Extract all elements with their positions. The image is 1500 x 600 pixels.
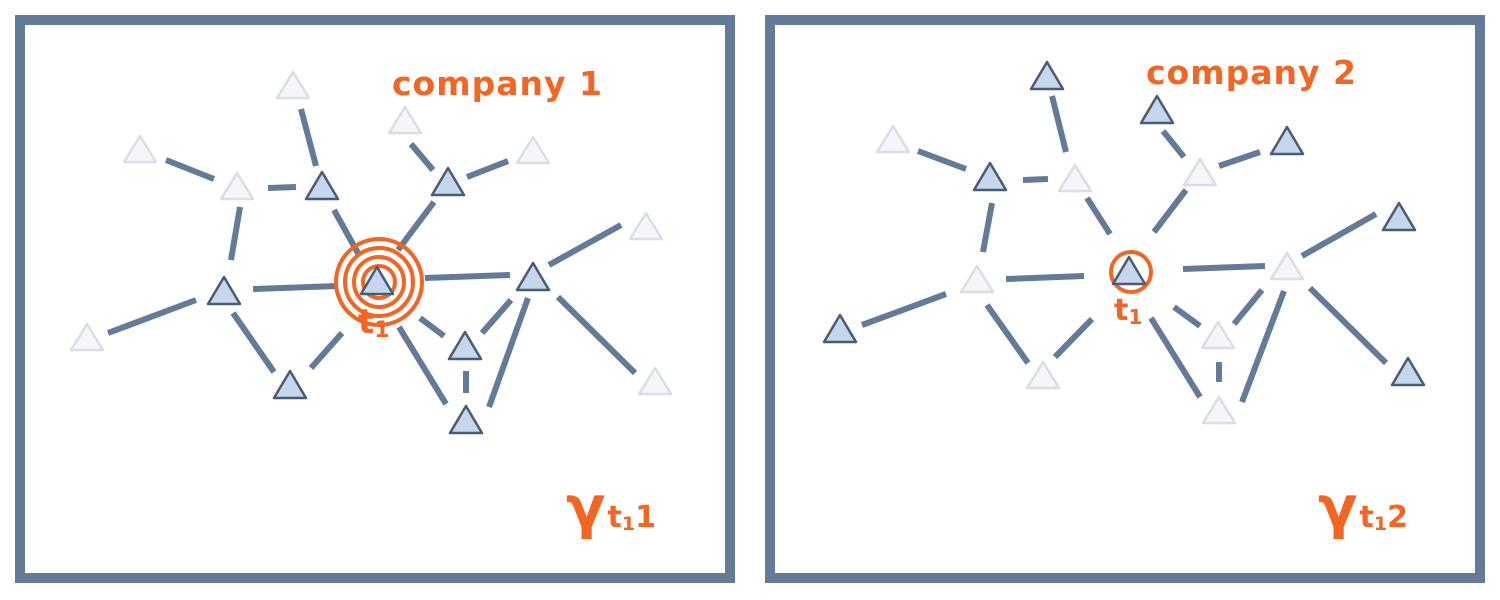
edge xyxy=(547,222,623,268)
edges xyxy=(860,95,1389,404)
panel-company-1: company 1 t1 γt11 xyxy=(15,15,735,583)
edge xyxy=(308,331,345,370)
edge xyxy=(479,298,514,335)
edge xyxy=(267,184,297,191)
active-node xyxy=(515,261,551,292)
edge xyxy=(1160,129,1187,159)
active-node xyxy=(304,170,340,201)
focus-node-label: t1 xyxy=(358,302,390,343)
edge xyxy=(408,142,436,172)
edge xyxy=(1239,289,1287,404)
edge xyxy=(1005,273,1085,282)
edge xyxy=(395,200,437,252)
edge xyxy=(1052,316,1095,360)
edge xyxy=(228,206,243,261)
edge xyxy=(396,325,449,406)
edge xyxy=(1307,285,1389,366)
active-node-focus xyxy=(1111,255,1147,286)
focus-ring xyxy=(334,237,424,327)
faded-node xyxy=(219,171,255,201)
faded-node xyxy=(1025,360,1061,390)
edge xyxy=(1151,188,1189,234)
faded-node xyxy=(1182,157,1218,187)
company-label: company 1 xyxy=(392,64,603,103)
edge xyxy=(164,157,216,182)
faded-node xyxy=(1269,251,1305,281)
faded-node xyxy=(387,105,423,135)
active-node xyxy=(1381,201,1417,232)
edge xyxy=(1022,176,1049,183)
faded-node xyxy=(515,135,551,165)
active-node xyxy=(448,404,484,435)
edge xyxy=(106,297,198,336)
edge xyxy=(1218,149,1261,169)
edge xyxy=(980,202,995,253)
nodes xyxy=(69,70,673,435)
edge xyxy=(555,294,638,376)
panel-company-2: company 2 t1 γt12 xyxy=(765,15,1485,583)
edge xyxy=(424,272,511,281)
faded-node xyxy=(1200,320,1236,350)
edges xyxy=(106,108,638,409)
focus-node-label: t1 xyxy=(1114,293,1142,329)
edge xyxy=(1084,196,1113,236)
edge xyxy=(1148,316,1203,399)
edge xyxy=(1231,288,1265,326)
focus-ring xyxy=(352,255,406,309)
active-node xyxy=(822,313,858,344)
company-label: company 2 xyxy=(1146,53,1357,92)
gamma-label: γt11 xyxy=(566,473,656,541)
edge xyxy=(1049,95,1069,153)
active-node-focus xyxy=(359,265,395,296)
edge xyxy=(465,158,510,180)
focus-rings xyxy=(1109,250,1153,294)
focus-ring xyxy=(343,246,415,318)
panel-frame xyxy=(765,15,1485,583)
active-node xyxy=(972,161,1008,192)
faded-node xyxy=(122,134,158,164)
faded-node xyxy=(275,70,311,100)
edge xyxy=(1182,263,1266,272)
active-node xyxy=(272,369,308,400)
faded-node xyxy=(1201,395,1237,425)
active-node xyxy=(206,275,242,306)
edge xyxy=(984,303,1031,365)
edge xyxy=(298,108,319,167)
active-node xyxy=(1269,125,1305,156)
nodes xyxy=(822,60,1426,425)
edge xyxy=(418,315,446,339)
faded-node xyxy=(628,211,664,241)
edge xyxy=(252,283,339,292)
edge xyxy=(1300,211,1378,259)
active-node xyxy=(1390,356,1426,387)
faded-node xyxy=(637,366,673,396)
edge xyxy=(916,148,968,172)
focus-ring xyxy=(1109,250,1153,294)
active-node xyxy=(1029,60,1065,91)
focus-rings xyxy=(334,237,424,327)
active-node xyxy=(1139,94,1175,125)
focus-ring xyxy=(361,264,397,300)
gamma-label: γt12 xyxy=(1318,473,1408,541)
faded-node xyxy=(959,264,995,294)
edge xyxy=(1172,304,1202,329)
faded-node xyxy=(1057,163,1093,193)
edge xyxy=(230,311,277,374)
faded-node xyxy=(69,322,105,352)
faded-node xyxy=(875,124,911,154)
active-node xyxy=(447,330,483,361)
edge xyxy=(486,296,531,409)
active-node xyxy=(430,166,466,197)
edge xyxy=(860,291,948,328)
